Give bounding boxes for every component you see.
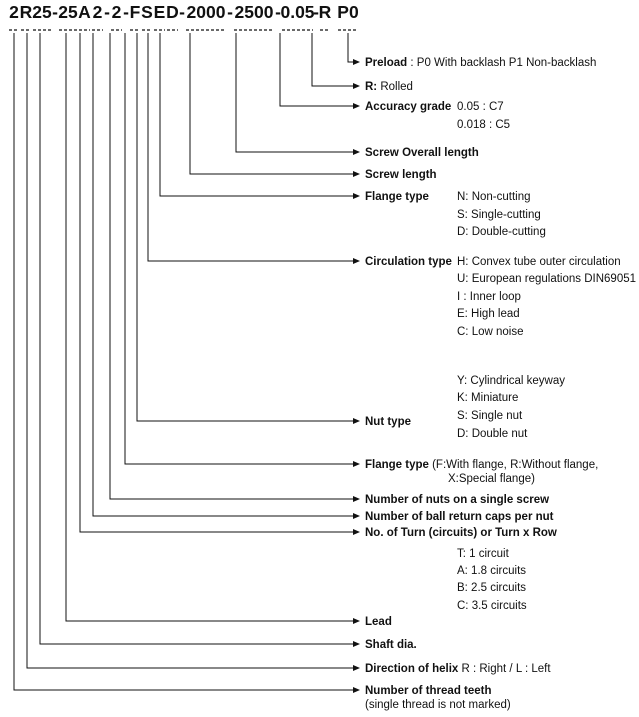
connector [147, 33, 360, 264]
connector [124, 33, 360, 467]
code-segment: 2500 [235, 2, 274, 22]
field-option: A: 1.8 circuits [457, 565, 526, 577]
field-option: C: Low noise [457, 326, 523, 338]
field-option: D: Double-cutting [457, 226, 546, 238]
arrow-head-icon [353, 618, 360, 624]
arrow-head-icon [353, 83, 360, 89]
code-segment: P0 [337, 2, 359, 22]
arrow-head-icon [353, 496, 360, 502]
connector [109, 33, 360, 502]
connector [189, 33, 360, 177]
code-segment: F [130, 2, 141, 22]
code-separator: - [123, 2, 129, 22]
field-label: Preload : P0 With backlash P1 Non-backla… [365, 57, 596, 69]
field-label: Shaft dia. [365, 639, 417, 651]
field-label: Direction of helix R : Right / L : Left [365, 663, 551, 675]
connector-lines [13, 33, 360, 693]
arrow-head-icon [353, 529, 360, 535]
arrow-head-icon [353, 171, 360, 177]
code-separator: - [104, 2, 110, 22]
connector [347, 33, 360, 65]
field-option: K: Miniature [457, 392, 518, 404]
field-labels: Preload : P0 With backlash P1 Non-backla… [365, 57, 636, 711]
code-separator: - [275, 2, 281, 22]
connector [311, 33, 360, 89]
code-separator: - [179, 2, 185, 22]
code-separator: - [227, 2, 233, 22]
connector [65, 33, 360, 624]
field-option: E: High lead [457, 308, 520, 320]
arrow-head-icon [353, 193, 360, 199]
code-segment: R [319, 2, 332, 22]
arrow-head-icon [353, 665, 360, 671]
field-option: Y: Cylindrical keyway [457, 375, 565, 387]
code-segment: 2 [112, 2, 122, 22]
field-option: S: Single nut [457, 410, 523, 422]
connector [279, 33, 360, 109]
connector [79, 33, 360, 535]
arrow-head-icon [353, 687, 360, 693]
arrow-head-icon [353, 418, 360, 424]
code-segment: 2 [9, 2, 19, 22]
field-option: 0.05 : C7 [457, 101, 504, 113]
field-option: B: 2.5 circuits [457, 582, 526, 594]
code-segment: 25 [58, 2, 78, 22]
code-separator: - [313, 2, 319, 22]
field-label: Number of ball return caps per nut [365, 511, 554, 523]
field-label: R: Rolled [365, 81, 413, 93]
arrow-head-icon [353, 103, 360, 109]
code-separator: - [52, 2, 58, 22]
field-label: Number of nuts on a single screw [365, 494, 549, 506]
code-segment: E [154, 2, 166, 22]
field-option: U: European regulations DIN69051 [457, 273, 636, 285]
field-option: D: Double nut [457, 428, 528, 440]
connector [92, 33, 360, 519]
field-option: 0.018 : C5 [457, 119, 510, 131]
arrow-head-icon [353, 513, 360, 519]
connector [39, 33, 360, 647]
arrow-head-icon [353, 149, 360, 155]
field-label: Flange type (F:With flange, R:Without fl… [365, 459, 598, 471]
code-segment: 0.05 [280, 2, 314, 22]
code-segment: D [166, 2, 179, 22]
connector [159, 33, 360, 199]
field-label: Number of thread teeth [365, 685, 492, 697]
connector [13, 33, 360, 693]
field-label: No. of Turn (circuits) or Turn x Row [365, 527, 557, 539]
connector [26, 33, 360, 671]
code-segment: 2000 [187, 2, 226, 22]
field-label: Circulation type [365, 256, 452, 268]
field-label: Lead [365, 616, 392, 628]
code-segment: 25 [32, 2, 52, 22]
code-segment: A [78, 2, 91, 22]
field-option: S: Single-cutting [457, 209, 541, 221]
field-label: Screw length [365, 169, 437, 181]
field-note: (single thread is not marked) [365, 699, 511, 711]
arrow-head-icon [353, 461, 360, 467]
code-segment: S [141, 2, 153, 22]
field-label: Nut type [365, 416, 411, 428]
arrow-head-icon [353, 641, 360, 647]
code-segment: R [20, 2, 33, 22]
field-option: T: 1 circuit [457, 548, 510, 560]
field-option: I : Inner loop [457, 291, 521, 303]
field-label: Flange type [365, 191, 429, 203]
field-option: N: Non-cutting [457, 191, 531, 203]
connector [235, 33, 360, 155]
field-option: C: 3.5 circuits [457, 600, 527, 612]
field-option: H: Convex tube outer circulation [457, 256, 621, 268]
arrow-head-icon [353, 258, 360, 264]
code-segment: 2 [93, 2, 103, 22]
field-label: Screw Overall length [365, 147, 479, 159]
field-label: Accuracy grade [365, 101, 451, 113]
arrow-head-icon [353, 59, 360, 65]
field-description: X:Special flange) [448, 473, 535, 485]
connector [136, 33, 360, 424]
